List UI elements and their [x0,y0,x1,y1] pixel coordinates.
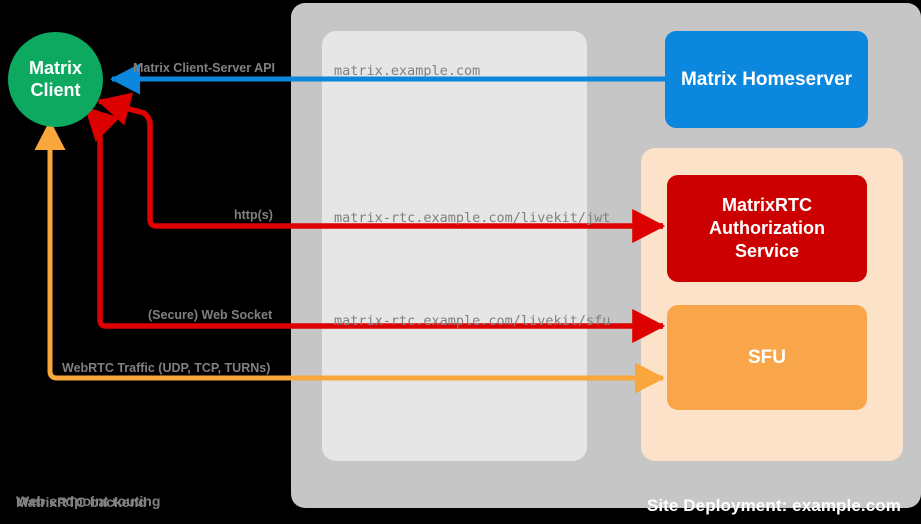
matrixrtc-backend-label: MatrixRTC backend [16,494,147,510]
node-sfu-label: SFU [748,346,786,368]
web-endpoint-routing-label: Web endpoint routing [16,493,161,509]
node-matrix-homeserver[interactable]: Matrix Homeserver [665,31,868,128]
site-deployment-label: Site Deployment: example.com [646,496,901,515]
edge-https [96,92,663,229]
node-sfu[interactable]: SFU [667,305,867,410]
endpoint-livekit-jwt: matrix-rtc.example.com/livekit/jwt [334,210,611,226]
endpoint-matrix-example-com: matrix.example.com [334,63,481,79]
edge-label-webrtc-traffic: WebRTC Traffic (UDP, TCP, TURNs) [62,361,271,375]
edge-label-https: http(s) [234,208,273,222]
edge-secure-websocket [84,106,663,329]
edge-label-matrix-client-server-api: Matrix Client-Server API [133,61,275,75]
endpoint-livekit-sfu: matrix-rtc.example.com/livekit/sfu [334,313,611,329]
edge-webrtc-traffic [34,119,663,381]
edge-arrowheads-right [632,208,666,394]
node-matrix-homeserver-label: Matrix Homeserver [680,68,853,90]
web-endpoint-routing-container [322,31,587,461]
edge-label-secure-websocket: (Secure) Web Socket [148,308,273,322]
